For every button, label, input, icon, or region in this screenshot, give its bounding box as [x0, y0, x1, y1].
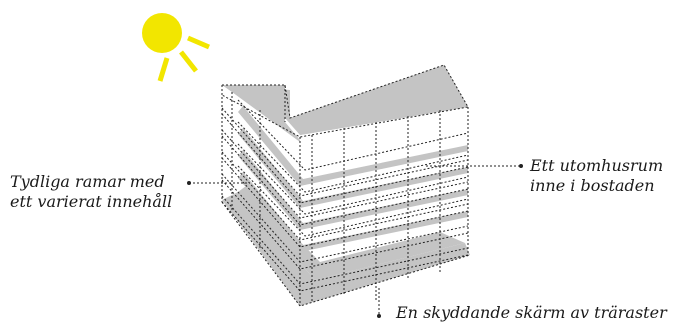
floor-outlines — [221, 64, 471, 307]
callout-bottom-dot — [377, 314, 381, 318]
label-left-line2: ett varierat innehåll — [10, 192, 173, 211]
label-left-line1: Tydliga ramar med — [10, 172, 165, 191]
callouts — [187, 164, 523, 318]
floor-slabs — [222, 65, 470, 306]
callout-right-dot — [519, 164, 523, 168]
label-bottom-line1: En skyddande skärm av träraster — [396, 303, 667, 322]
label-protective-screen: En skyddande skärm av träraster — [396, 303, 667, 323]
label-outdoor-room: Ett utomhusrum inne i bostaden — [530, 156, 663, 196]
building — [221, 64, 471, 307]
label-right-line2: inne i bostaden — [530, 176, 655, 195]
label-clear-frames: Tydliga ramar med ett varierat innehåll — [10, 172, 172, 212]
sun-icon — [142, 13, 210, 82]
label-right-line1: Ett utomhusrum — [530, 156, 664, 175]
callout-left-dot — [187, 181, 191, 185]
